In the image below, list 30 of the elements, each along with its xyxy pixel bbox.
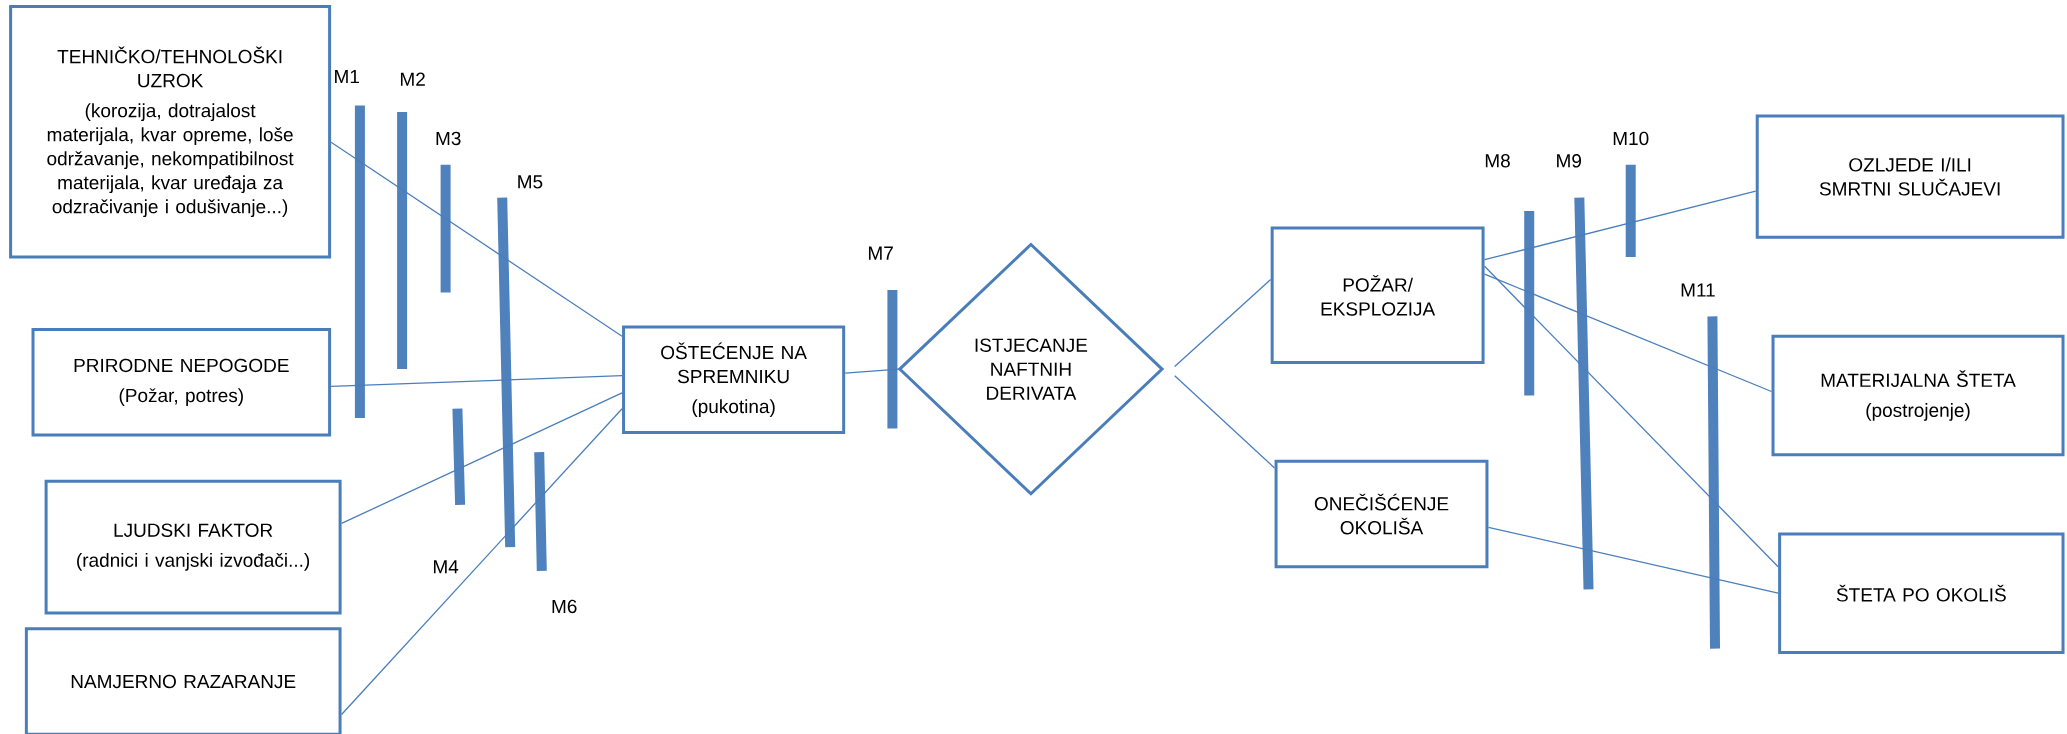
barrier-label: M5 — [518, 175, 543, 189]
barrier-label: M2 — [400, 72, 425, 86]
event-box: POŽAR/ EKSPLOZIJA — [1270, 226, 1485, 365]
connector-line — [1483, 190, 1757, 261]
event-box: MATERIJALNA ŠTETA (postrojenje) — [1771, 334, 2065, 457]
connector-line — [1483, 273, 1773, 393]
barrier-label: M11 — [1681, 283, 1715, 297]
event-box: ONEČIŠĆENJE OKOLIŠA — [1274, 459, 1489, 569]
connector-line — [1174, 278, 1272, 368]
connector-line — [340, 408, 623, 716]
event-box: NAMJERNO RAZARANJE — [24, 627, 342, 734]
barrier-label: M3 — [436, 131, 461, 146]
barrier-label: M9 — [1557, 154, 1581, 168]
connector-line — [340, 392, 623, 525]
connector-line — [1174, 375, 1276, 469]
barrier-label: M10 — [1613, 131, 1649, 146]
event-box: ŠTETA PO OKOLIŠ — [1778, 532, 2065, 654]
event-box: TEHNIČKO/TEHNOLOŠKI UZROK (korozija, dotrajalost materijala, kvar opreme, loše održavanje, nekompatibilnost materijala, kvar uređaja za odzračivanje i odušivanje...) — [9, 5, 332, 259]
event-box: LJUDSKI FAKTOR (radnici i vanjski izvođači...) — [44, 479, 342, 615]
connector-line — [1487, 526, 1779, 594]
connector-line — [1483, 265, 1779, 568]
event-box: PRIRODNE NEPOGODE (Požar, potres) — [31, 328, 332, 437]
barrier-label: M4 — [433, 560, 459, 574]
connector-line — [330, 375, 623, 387]
barrier-label: M8 — [1485, 154, 1510, 168]
connector-line — [844, 368, 900, 374]
barrier-label: M6 — [552, 599, 577, 614]
event-box: OZLJEDE I/ILI SMRTNI SLUČAJEVI — [1755, 114, 2065, 239]
connector-line — [330, 141, 623, 337]
event-box: OŠTEĆENJE NA SPREMNIKU (pukotina) — [622, 325, 846, 434]
